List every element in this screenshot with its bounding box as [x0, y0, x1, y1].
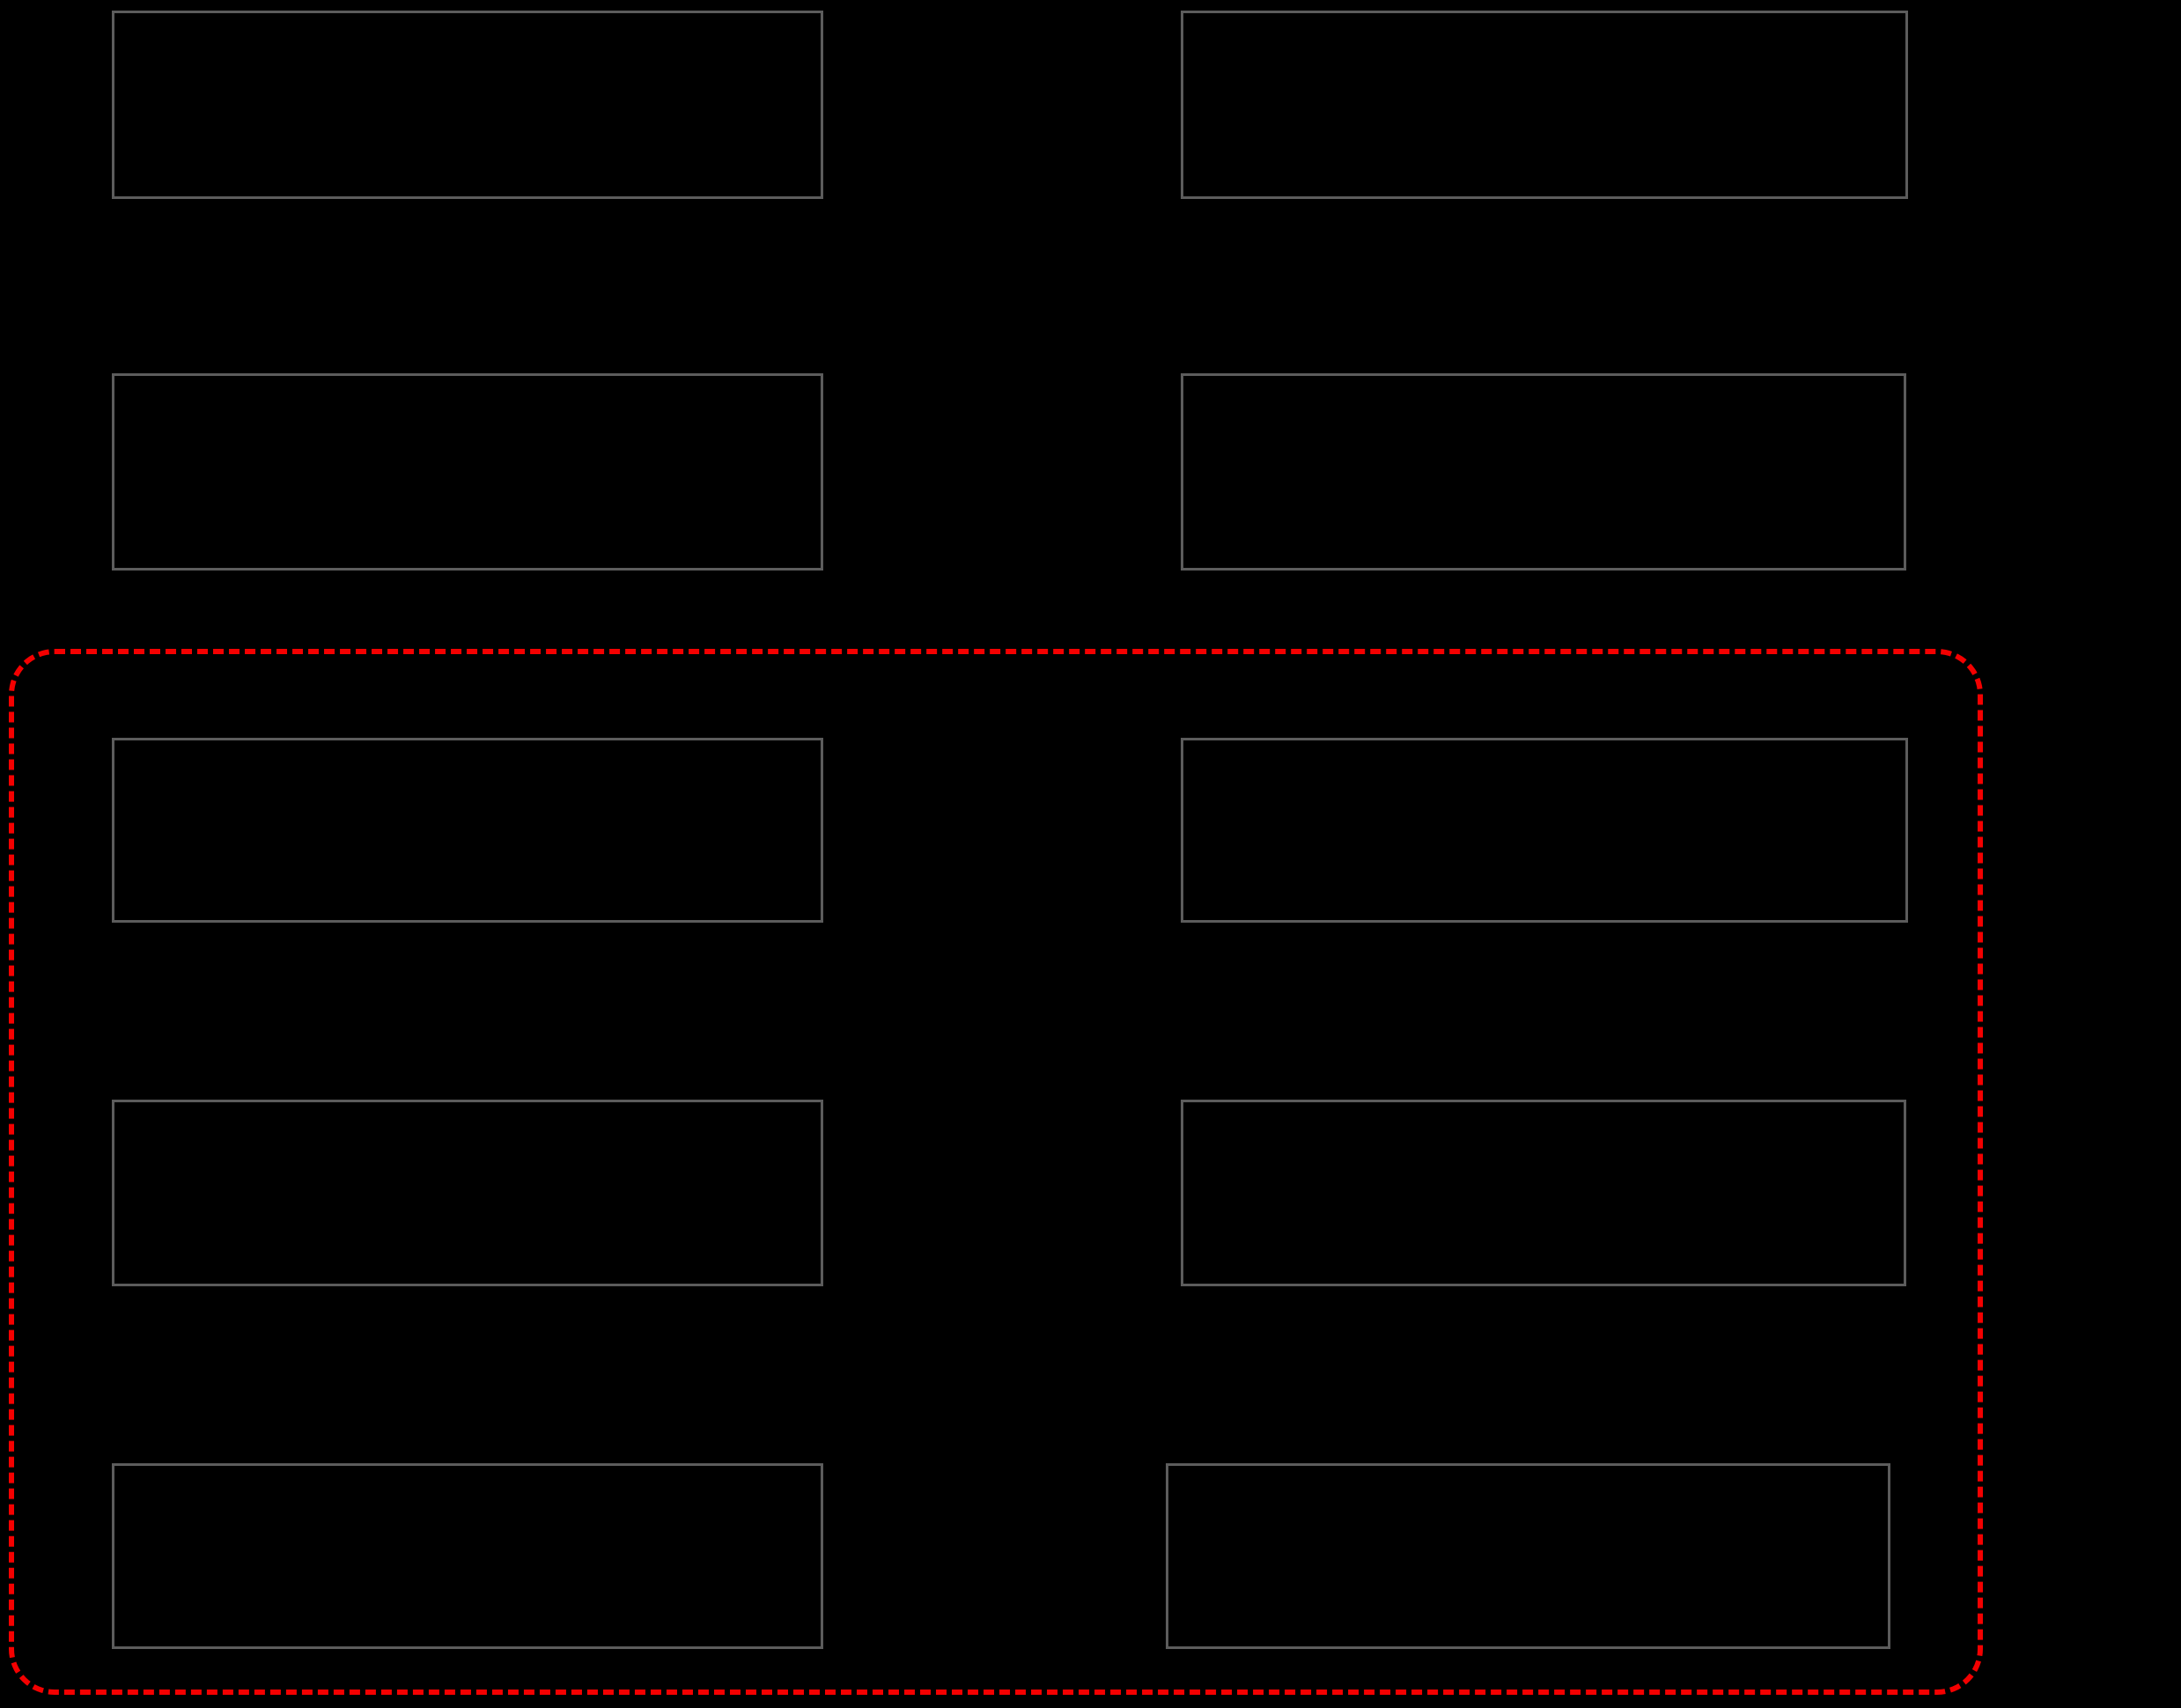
panel-label [1183, 1102, 1904, 1284]
panel-label [114, 1102, 821, 1284]
panel-label [114, 740, 821, 920]
panel-label [114, 1466, 821, 1646]
panel-label [1183, 13, 1905, 196]
panel-r3c1[interactable] [112, 738, 823, 923]
panel-r1c2[interactable] [1181, 11, 1908, 199]
panel-r5c1[interactable] [112, 1463, 823, 1649]
panel-r4c2[interactable] [1181, 1100, 1906, 1286]
panel-label [114, 13, 821, 196]
panel-r2c2[interactable] [1181, 373, 1906, 571]
panel-label [1183, 740, 1905, 920]
panel-label [114, 376, 821, 568]
panel-r4c1[interactable] [112, 1100, 823, 1286]
panel-r2c1[interactable] [112, 373, 823, 571]
panel-r1c1[interactable] [112, 11, 823, 199]
panel-label [1168, 1466, 1888, 1646]
panel-r3c2[interactable] [1181, 738, 1908, 923]
panel-r5c2[interactable] [1166, 1463, 1890, 1649]
panel-label [1183, 376, 1904, 568]
